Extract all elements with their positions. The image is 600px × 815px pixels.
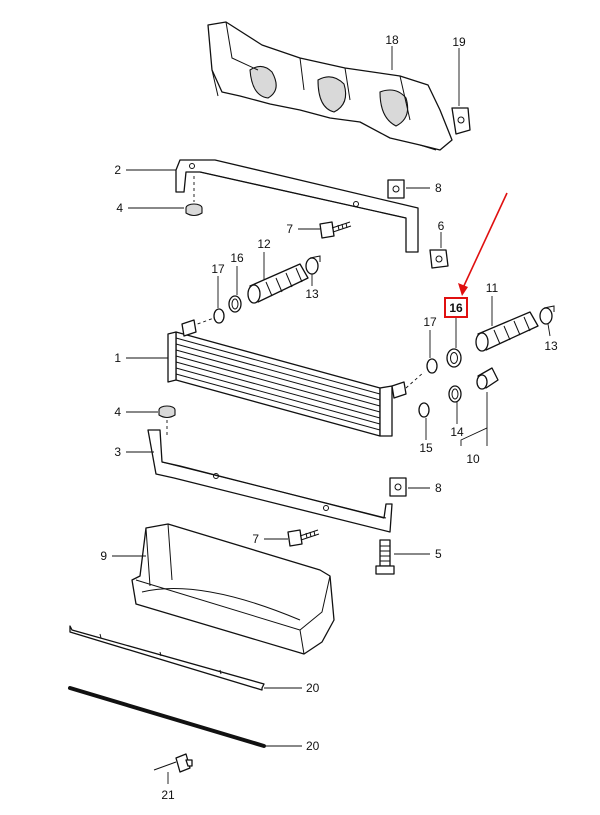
label-10: 10 bbox=[466, 452, 480, 466]
label-15: 15 bbox=[419, 441, 433, 455]
part-7-bolt-bottom bbox=[287, 529, 320, 547]
label-12: 12 bbox=[257, 237, 271, 251]
label-8-bottom: 8 bbox=[435, 481, 442, 495]
part-20-seal-strip-top bbox=[69, 625, 265, 691]
label-1: 1 bbox=[114, 351, 121, 365]
label-19: 19 bbox=[452, 35, 466, 49]
label-20-top: 20 bbox=[306, 681, 320, 695]
label-4-bottom: 4 bbox=[114, 405, 121, 419]
part-19-clip bbox=[451, 107, 471, 135]
part-11-hose-right bbox=[475, 311, 539, 352]
part-4-grommet-bottom bbox=[158, 405, 176, 419]
label-9: 9 bbox=[100, 549, 107, 563]
part-13-clamp-left bbox=[305, 255, 321, 275]
label-16-right: 16 bbox=[449, 301, 463, 315]
part-2-upper-bracket bbox=[175, 159, 419, 253]
part-21-rivet bbox=[153, 753, 193, 773]
part-18-air-duct-shroud bbox=[207, 21, 453, 151]
label-7-top: 7 bbox=[286, 222, 293, 236]
label-3: 3 bbox=[114, 445, 121, 459]
part-1-radiator bbox=[167, 319, 407, 437]
label-20-bottom: 20 bbox=[306, 739, 320, 753]
part-7-bolt-top bbox=[319, 221, 352, 239]
part-3-lower-bracket bbox=[147, 429, 393, 533]
part-4-grommet-top bbox=[185, 203, 203, 217]
part-8-clip-nut-bottom bbox=[389, 477, 407, 497]
part-16-seal-right bbox=[446, 348, 462, 368]
label-4-top: 4 bbox=[116, 201, 123, 215]
highlight-arrow bbox=[458, 192, 508, 296]
label-13-left: 13 bbox=[305, 287, 319, 301]
part-5-bolt bbox=[375, 539, 395, 575]
part-13-clamp-right bbox=[539, 305, 555, 325]
part-16-seal-left bbox=[228, 295, 242, 313]
part-17-oring-left bbox=[213, 308, 225, 324]
label-18: 18 bbox=[385, 33, 399, 47]
label-17-right: 17 bbox=[423, 315, 437, 329]
part-10-fitting bbox=[476, 367, 499, 390]
label-7-bottom: 7 bbox=[252, 532, 259, 546]
label-8-top: 8 bbox=[435, 181, 442, 195]
highlight-box bbox=[444, 297, 468, 318]
label-16-left: 16 bbox=[230, 251, 244, 265]
part-15-oring bbox=[418, 402, 430, 418]
part-17-oring-right bbox=[426, 358, 438, 374]
label-21: 21 bbox=[161, 788, 175, 802]
label-13-right: 13 bbox=[544, 339, 558, 353]
part-12-hose-left bbox=[247, 263, 309, 304]
part-14-seal bbox=[448, 385, 462, 403]
label-6: 6 bbox=[438, 219, 445, 233]
part-6-nut bbox=[429, 249, 449, 269]
part-20-seal-strip-bottom bbox=[68, 686, 266, 748]
label-17-left: 17 bbox=[211, 262, 225, 276]
label-2: 2 bbox=[114, 163, 121, 177]
label-11: 11 bbox=[486, 281, 499, 295]
part-8-clip-nut-top bbox=[387, 179, 405, 199]
label-5: 5 bbox=[435, 547, 442, 561]
label-14: 14 bbox=[450, 425, 464, 439]
part-9-air-guide bbox=[131, 523, 335, 655]
